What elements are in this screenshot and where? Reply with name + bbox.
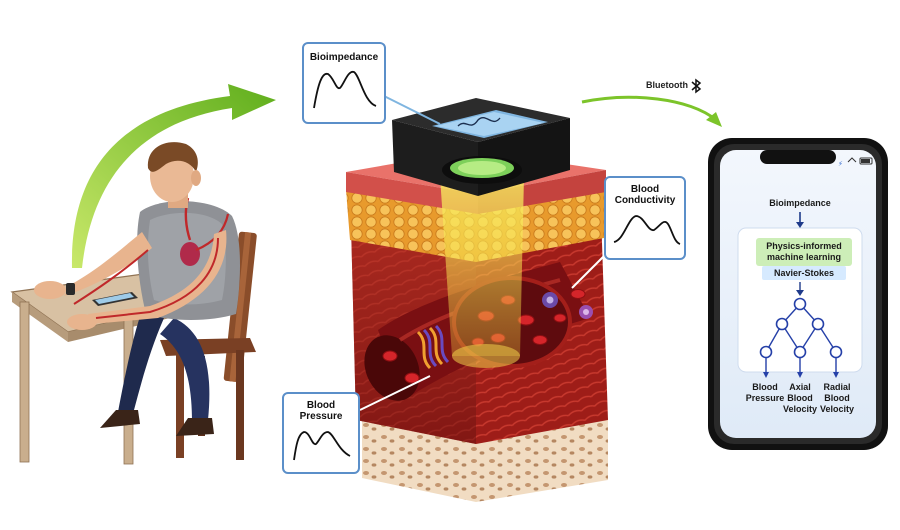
bioimpedance-card: Bioimpedance: [302, 42, 386, 124]
smartphone: ⚡: [708, 138, 888, 450]
bluetooth-arrow-head: [706, 112, 722, 127]
output-blood-pressure: Blood Pressure: [740, 382, 790, 404]
svg-text:⚡: ⚡: [838, 160, 843, 168]
wearable-sensor: [383, 95, 570, 196]
navier-stokes-box: [762, 266, 846, 280]
navier-stokes-label: Navier-Stokes: [773, 268, 835, 278]
output-3-line2: Blood: [824, 393, 850, 403]
blood-pressure-card: Blood Pressure: [282, 392, 360, 474]
bioimpedance-waveform: [313, 71, 377, 109]
pressure-card-title-line2: Pressure: [299, 411, 343, 422]
conductivity-waveform: [613, 215, 681, 245]
pinn-box: [756, 238, 852, 266]
output-1-line1: Blood: [752, 382, 778, 392]
bioimpedance-card-title: Bioimpedance: [309, 52, 379, 63]
tissue-block: [346, 150, 608, 502]
conductivity-card-title-line1: Blood: [630, 184, 660, 195]
output-2-line3: Velocity: [782, 404, 818, 414]
arc-arrow: [71, 84, 276, 268]
conductivity-card-title-line2: Conductivity: [614, 195, 676, 206]
blood-conductivity-card: Blood Conductivity: [604, 176, 686, 260]
pinn-label-line2: machine learning: [766, 252, 842, 262]
person-at-desk: [10, 142, 257, 465]
output-1-line2: Pressure: [745, 393, 785, 403]
phone-input-label: Bioimpedance: [769, 198, 831, 208]
pressure-waveform: [293, 431, 351, 461]
bluetooth-label: Bluetooth: [646, 80, 688, 90]
output-2-line2: Blood: [787, 393, 813, 403]
output-3-line1: Radial: [823, 382, 851, 392]
bluetooth-arrow: [581, 95, 717, 122]
output-radial-velocity: Radial Blood Velocity: [814, 382, 860, 415]
pinn-label-line1: Physics-informed: [766, 241, 842, 251]
pressure-card-title-line1: Blood: [306, 400, 336, 411]
output-3-line3: Velocity: [819, 404, 855, 414]
bluetooth-icon: [691, 78, 702, 94]
output-2-line1: Axial: [789, 382, 811, 392]
output-axial-velocity: Axial Blood Velocity: [778, 382, 822, 415]
